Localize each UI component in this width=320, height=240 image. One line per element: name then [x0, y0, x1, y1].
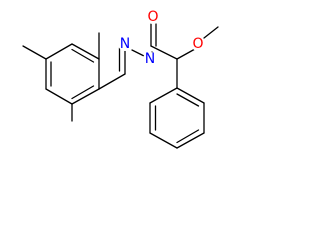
phenyl-ring-bond	[176, 132, 205, 149]
amide-nitrogen-label: N	[145, 51, 155, 67]
ring-bond	[71, 88, 100, 105]
methoxy-oxygen-atom: O	[191, 36, 205, 52]
phenyl-double-bond	[176, 93, 200, 107]
ring-bond	[71, 43, 100, 60]
imine-nitrogen-atom: N	[118, 36, 132, 52]
methyl-bond	[22, 45, 47, 60]
amide-nitrogen-atom: N	[143, 51, 157, 67]
bond-skeleton	[22, 23, 219, 149]
ring-double-bond	[71, 85, 95, 100]
imine-nitrogen-label: N	[120, 36, 130, 52]
phenyl-ring-bond	[176, 87, 205, 104]
chemical-structure-diagram: O O N N	[22, 9, 219, 149]
ring-double-bond	[71, 48, 95, 63]
ring-to-imine-bond	[98, 73, 126, 90]
carbonyl-oxygen-atom: O	[146, 9, 160, 25]
carbonyl-oxygen-label: O	[147, 9, 158, 25]
ring-bond	[45, 88, 73, 105]
carbonyl-to-alpha-carbon-bond	[150, 45, 178, 60]
ring-bond	[45, 43, 73, 60]
alpha-carbon-to-oxygen-bond	[176, 48, 196, 60]
methoxy-methyl-bond	[203, 26, 219, 39]
atom-labels: O O N N	[118, 9, 205, 67]
phenyl-double-bond	[176, 129, 200, 144]
phenyl-ring-bond	[149, 132, 178, 149]
phenyl-ring-bond	[149, 87, 178, 104]
methoxy-oxygen-label: O	[192, 36, 203, 52]
